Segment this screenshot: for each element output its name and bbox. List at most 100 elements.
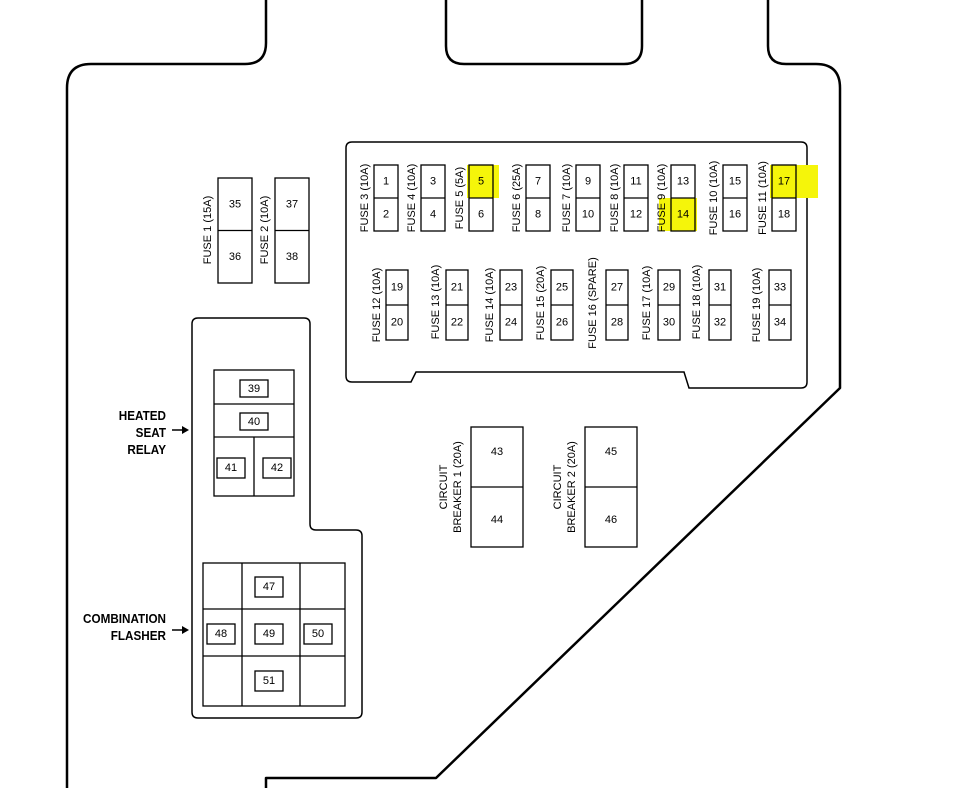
fuse-11-10a-terminal-17: 17 [778,176,790,188]
circuit-breaker-1-terminal-43: 43 [491,446,503,458]
flasher-terminal-box-47 [254,576,284,598]
circuit-breaker-1-label-line1: CIRCUIT [438,464,450,509]
relay-terminal-41: 41 [225,462,237,474]
flasher-terminal-box-48 [206,623,236,645]
circuit-breaker-2-label-line1: CIRCUIT [552,464,564,509]
relay-terminal-box-40 [239,412,269,431]
fuse-4-10a-terminal-4: 4 [430,209,436,221]
fuse-10-10a-terminal-15: 15 [729,176,741,188]
flasher-terminal-box-49 [254,623,284,645]
fuse-box-outline [65,0,842,788]
fuse-12-10a-label: FUSE 12 (10A) [371,268,383,343]
fuse-2-10a-terminal-37: 37 [286,198,298,210]
fuse-2-10a-label: FUSE 2 (10A) [259,196,271,264]
heated-seat-relay-label-line: SEAT [135,425,166,440]
fuse-12-10a-terminal-20: 20 [391,317,403,329]
circuit-breaker-1-label-line2: BREAKER 1 (20A) [452,441,464,533]
fuse-5-5a-highlight [467,165,499,198]
fuse-12-10a-terminal-19: 19 [391,282,403,294]
fuse-11-10a-label: FUSE 11 (10A) [757,161,769,235]
fuse-17-10a-label: FUSE 17 (10A) [641,266,653,341]
fuse-11-10a-terminal-18: 18 [778,209,790,221]
combination-flasher-body [202,562,346,707]
relay-panel [191,317,363,719]
combination-flasher-arrow-head [182,626,189,634]
fuse-10-10a-terminal-16: 16 [729,209,741,221]
fuse-17-10a-terminal-29: 29 [663,282,675,294]
relay-terminal-39: 39 [248,383,260,395]
relay-terminal-box-41 [216,457,246,479]
flasher-terminal-50: 50 [312,628,324,640]
fuse-8-10a-terminal-11: 11 [630,176,641,188]
fuse-9-10a-terminal-13: 13 [677,176,689,188]
fuse-6-25a-label: FUSE 6 (25A) [511,164,523,232]
fuse-14-10a-label: FUSE 14 (10A) [484,268,496,343]
fuse-9-10a-highlight [659,198,697,231]
fuse-6-25a-terminal-8: 8 [535,209,541,221]
fuse-3-10a-label: FUSE 3 (10A) [359,164,371,232]
flasher-terminal-box-50 [303,623,333,645]
main-fuse-panel [345,141,808,389]
fuse-16-spare-terminal-27: 27 [611,282,623,294]
fuse-8-10a-terminal-12: 12 [630,209,642,221]
circuit-breaker-2-terminal-46: 46 [605,514,617,526]
fuse-14-10a-terminal-23: 23 [505,282,517,294]
flasher-terminal-51: 51 [263,675,275,687]
relay-terminal-42: 42 [271,462,283,474]
fuse-4-10a-label: FUSE 4 (10A) [406,164,418,232]
fuse-19-10a-terminal-33: 33 [774,282,786,294]
fuse-13-10a-label: FUSE 13 (10A) [430,265,442,340]
relay-terminal-box-42 [262,457,292,479]
relay-terminal-40: 40 [248,416,260,428]
fuse-5-5a-terminal-6: 6 [478,209,484,221]
fuse-11-10a-highlight [770,165,818,198]
fuse-15-20a-terminal-26: 26 [556,317,568,329]
fuse-14-10a-terminal-24: 24 [505,317,517,329]
fuse-2-10a-terminal-38: 38 [286,251,298,263]
fuse-9-10a-label: FUSE 9 (10A) [656,164,668,232]
fuse-4-10a-terminal-3: 3 [430,176,436,188]
fuse-3-10a-terminal-2: 2 [383,209,389,221]
flasher-terminal-48: 48 [215,628,227,640]
heated-seat-relay-label-line: RELAY [127,442,166,457]
circuit-breaker-1-terminal-44: 44 [491,514,503,526]
combination-flasher-label-line: COMBINATION [83,611,166,626]
fuse-19-10a-label: FUSE 19 (10A) [751,268,763,343]
fuse-1-15a-terminal-36: 36 [229,251,241,263]
fuse-1-15a-terminal-35: 35 [229,198,241,210]
fuse-6-25a-terminal-7: 7 [535,176,541,188]
flasher-terminal-47: 47 [263,581,275,593]
fuse-15-20a-label: FUSE 15 (20A) [535,266,547,341]
fuse-17-10a-terminal-30: 30 [663,317,675,329]
fuse-8-10a-label: FUSE 8 (10A) [609,164,621,232]
fuse-16-spare-label: FUSE 16 (SPARE) [587,257,599,349]
circuit-breaker-2-terminal-45: 45 [605,446,617,458]
fuse-5-5a-terminal-5: 5 [478,176,484,188]
heated-seat-relay-label: HEATED SEAT RELAY [103,407,166,458]
fuse-18-10a-label: FUSE 18 (10A) [691,265,703,340]
flasher-terminal-box-51 [254,670,284,692]
fuse-13-10a-terminal-21: 21 [451,282,463,294]
combination-flasher-label-line: FLASHER [110,628,166,643]
fuse-10-10a-label: FUSE 10 (10A) [708,161,720,236]
fuse-15-20a-terminal-25: 25 [556,282,568,294]
fuse-3-10a-terminal-1: 1 [383,176,389,188]
fuse-18-10a-terminal-31: 31 [714,282,726,294]
circuit-breaker-2-label-line2: BREAKER 2 (20A) [566,441,578,533]
fuse-16-spare-terminal-28: 28 [611,317,623,329]
fuse-18-10a-terminal-32: 32 [714,317,726,329]
heated-seat-relay-arrow-head [182,426,189,434]
fuse-13-10a-terminal-22: 22 [451,317,463,329]
fuse-7-10a-terminal-9: 9 [585,176,591,188]
fuse-7-10a-label: FUSE 7 (10A) [561,164,573,232]
fuse-7-10a-terminal-10: 10 [582,209,594,221]
fuse-5-5a-label: FUSE 5 (5A) [454,167,466,229]
flasher-terminal-49: 49 [263,628,275,640]
fuse-19-10a-terminal-34: 34 [774,317,786,329]
fuse-1-15a-label: FUSE 1 (15A) [202,196,214,264]
relay-terminal-box-39 [239,379,269,398]
combination-flasher-label: COMBINATION FLASHER [53,610,166,644]
heated-seat-relay-label-line: HEATED [118,408,166,423]
